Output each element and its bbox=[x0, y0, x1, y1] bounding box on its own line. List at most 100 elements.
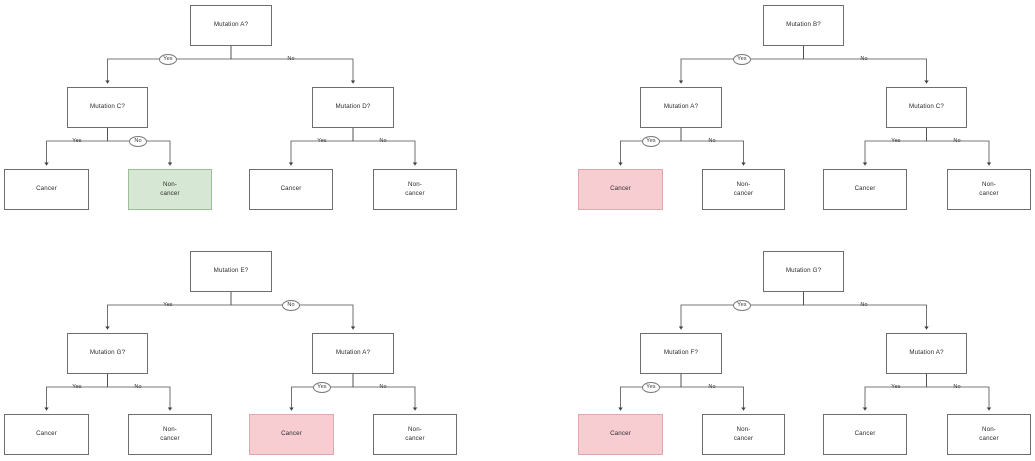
tree-top-right-leaf-2-cancer[interactable]: Cancer bbox=[823, 169, 907, 210]
tree-bottom-left-edge-label-3-no[interactable]: No bbox=[130, 383, 146, 391]
tree-bottom-right-edge-root-to-branch-1 bbox=[803, 292, 929, 330]
edge-label-text: No bbox=[708, 138, 716, 144]
edge-label-text: No bbox=[860, 302, 868, 308]
tree-top-left-edge-label-0-yes[interactable]: Yes bbox=[159, 53, 177, 65]
tree-top-right-branch-0-mutation-a[interactable]: Mutation A? bbox=[640, 87, 722, 128]
node-label: Mutation A? bbox=[663, 103, 699, 110]
tree-top-left-leaf-0-cancer[interactable]: Cancer bbox=[4, 169, 89, 210]
tree-top-right-edge-branch-0-to-leaf-0 bbox=[618, 128, 682, 166]
edge-label-text: No bbox=[134, 138, 142, 144]
tree-bottom-right-edge-label-4-yes[interactable]: Yes bbox=[888, 383, 904, 391]
node-label: Mutation D? bbox=[335, 103, 371, 110]
tree-top-right-edge-label-0-yes[interactable]: Yes bbox=[733, 53, 751, 65]
tree-bottom-right-edge-label-3-no[interactable]: No bbox=[704, 383, 720, 391]
tree-bottom-left-branch-1-mutation-a[interactable]: Mutation A? bbox=[312, 333, 394, 374]
node-label: Mutation C? bbox=[89, 103, 125, 110]
tree-bottom-left-edge-root-to-branch-1 bbox=[230, 292, 356, 330]
tree-top-left-branch-0-mutation-c[interactable]: Mutation C? bbox=[67, 87, 148, 128]
tree-top-left-leaf-2-cancer[interactable]: Cancer bbox=[249, 169, 333, 210]
tree-top-right-edge-label-2-yes[interactable]: Yes bbox=[642, 135, 660, 147]
tree-top-right-leaf-0-cancer[interactable]: Cancer bbox=[578, 169, 663, 210]
edge-label-text: Yes bbox=[72, 384, 82, 390]
tree-bottom-left-leaf-3-non-cancer[interactable]: Non- cancer bbox=[373, 414, 457, 455]
node-label: Non- cancer bbox=[979, 425, 999, 442]
tree-bottom-left-edge-label-0-yes[interactable]: Yes bbox=[160, 301, 176, 309]
tree-bottom-left-leaf-2-cancer[interactable]: Cancer bbox=[249, 414, 334, 455]
tree-top-right-leaf-1-non-cancer[interactable]: Non- cancer bbox=[702, 169, 785, 210]
tree-bottom-right-edge-branch-1-to-leaf-1 bbox=[926, 374, 992, 411]
tree-top-left-leaf-3-non-cancer[interactable]: Non- cancer bbox=[373, 169, 457, 210]
edge-label-text: Yes bbox=[317, 138, 327, 144]
edge-label-text: Yes bbox=[72, 138, 82, 144]
edge-label-text: No bbox=[953, 384, 961, 390]
tree-top-left-edge-root-to-branch-0 bbox=[105, 46, 232, 84]
tree-bottom-left-branch-0-mutation-g[interactable]: Mutation G? bbox=[67, 333, 148, 374]
node-label: Cancer bbox=[36, 185, 57, 192]
tree-top-left-edge-branch-1-to-leaf-1 bbox=[352, 128, 418, 166]
tree-bottom-left-root-mutation-e[interactable]: Mutation E? bbox=[190, 251, 272, 292]
tree-top-left-edge-label-1-no[interactable]: No bbox=[283, 55, 299, 63]
tree-top-left-edge-branch-0-to-leaf-0 bbox=[44, 128, 108, 166]
node-label: Non- cancer bbox=[733, 180, 754, 197]
edge-label-text: No bbox=[134, 384, 142, 390]
node-label: Cancer bbox=[281, 430, 302, 437]
tree-top-left-branch-1-mutation-d[interactable]: Mutation D? bbox=[312, 87, 394, 128]
tree-bottom-right-root-mutation-g[interactable]: Mutation G? bbox=[763, 251, 844, 292]
tree-bottom-right-edge-label-1-no[interactable]: No bbox=[856, 301, 872, 309]
tree-bottom-right-branch-1-mutation-a[interactable]: Mutation A? bbox=[886, 333, 967, 374]
tree-bottom-left-edge-label-5-no[interactable]: No bbox=[375, 383, 391, 391]
node-label: Mutation G? bbox=[785, 267, 822, 274]
tree-top-right-edge-label-4-yes[interactable]: Yes bbox=[888, 137, 904, 145]
node-label: Non- cancer bbox=[979, 180, 999, 197]
tree-bottom-left-edge-label-1-no[interactable]: No bbox=[282, 299, 300, 311]
tree-top-right-leaf-3-non-cancer[interactable]: Non- cancer bbox=[947, 169, 1031, 210]
node-label: Mutation A? bbox=[213, 21, 249, 28]
tree-bottom-right-leaf-3-non-cancer[interactable]: Non- cancer bbox=[947, 414, 1031, 455]
tree-bottom-left-leaf-1-non-cancer[interactable]: Non- cancer bbox=[128, 414, 212, 455]
tree-bottom-right-leaf-2-cancer[interactable]: Cancer bbox=[823, 414, 907, 455]
edge-label-text: Yes bbox=[163, 56, 173, 62]
node-label: Non- cancer bbox=[405, 180, 425, 197]
node-label: Mutation F? bbox=[663, 349, 699, 356]
tree-top-right-branch-1-mutation-c[interactable]: Mutation C? bbox=[886, 87, 967, 128]
tree-bottom-right-leaf-0-cancer[interactable]: Cancer bbox=[578, 414, 663, 455]
tree-top-right-root-mutation-b[interactable]: Mutation B? bbox=[763, 5, 844, 46]
edge-label-text: Yes bbox=[891, 384, 901, 390]
edge-label-text: No bbox=[708, 384, 716, 390]
tree-top-right-edge-label-1-no[interactable]: No bbox=[856, 55, 872, 63]
tree-bottom-right-edge-label-2-yes[interactable]: Yes bbox=[642, 381, 660, 393]
tree-top-right-edge-label-3-no[interactable]: No bbox=[704, 137, 720, 145]
tree-top-left-edge-label-3-no[interactable]: No bbox=[129, 135, 147, 147]
edge-label-text: Yes bbox=[737, 56, 747, 62]
edge-label-text: No bbox=[953, 138, 961, 144]
tree-top-left-leaf-1-non-cancer[interactable]: Non- cancer bbox=[128, 169, 212, 210]
node-label: Non- cancer bbox=[405, 425, 425, 442]
tree-top-right-edge-label-5-no[interactable]: No bbox=[949, 137, 965, 145]
node-label: Mutation B? bbox=[786, 21, 821, 28]
tree-bottom-right-edge-label-5-no[interactable]: No bbox=[949, 383, 965, 391]
edge-label-text: Yes bbox=[646, 138, 656, 144]
tree-bottom-right-edge-root-to-branch-0 bbox=[678, 292, 804, 330]
node-label: Cancer bbox=[854, 185, 876, 192]
tree-bottom-left-edge-label-4-yes[interactable]: Yes bbox=[313, 381, 331, 393]
tree-bottom-right-edge-label-0-yes[interactable]: Yes bbox=[733, 299, 751, 311]
edge-label-text: Yes bbox=[646, 384, 656, 390]
node-label: Cancer bbox=[610, 185, 631, 192]
node-label: Non- cancer bbox=[160, 425, 180, 442]
tree-top-left-root-mutation-a[interactable]: Mutation A? bbox=[190, 5, 272, 46]
edge-label-text: No bbox=[287, 56, 295, 62]
node-label: Non- cancer bbox=[160, 180, 180, 197]
tree-bottom-right-leaf-1-non-cancer[interactable]: Non- cancer bbox=[702, 414, 785, 455]
tree-bottom-right-branch-0-mutation-f[interactable]: Mutation F? bbox=[640, 333, 722, 374]
tree-bottom-right-edge-branch-0-to-leaf-1 bbox=[680, 374, 746, 411]
tree-bottom-left-edge-label-2-yes[interactable]: Yes bbox=[69, 383, 85, 391]
tree-top-right-edge-root-to-branch-1 bbox=[803, 46, 929, 84]
tree-top-left-edge-label-2-yes[interactable]: Yes bbox=[69, 137, 85, 145]
tree-top-left-edge-label-4-yes[interactable]: Yes bbox=[314, 137, 330, 145]
tree-bottom-left-leaf-0-cancer[interactable]: Cancer bbox=[4, 414, 89, 455]
tree-top-left-edge-branch-0-to-leaf-1 bbox=[107, 128, 173, 166]
tree-top-left-edge-label-5-no[interactable]: No bbox=[375, 137, 391, 145]
node-label: Cancer bbox=[36, 430, 57, 437]
